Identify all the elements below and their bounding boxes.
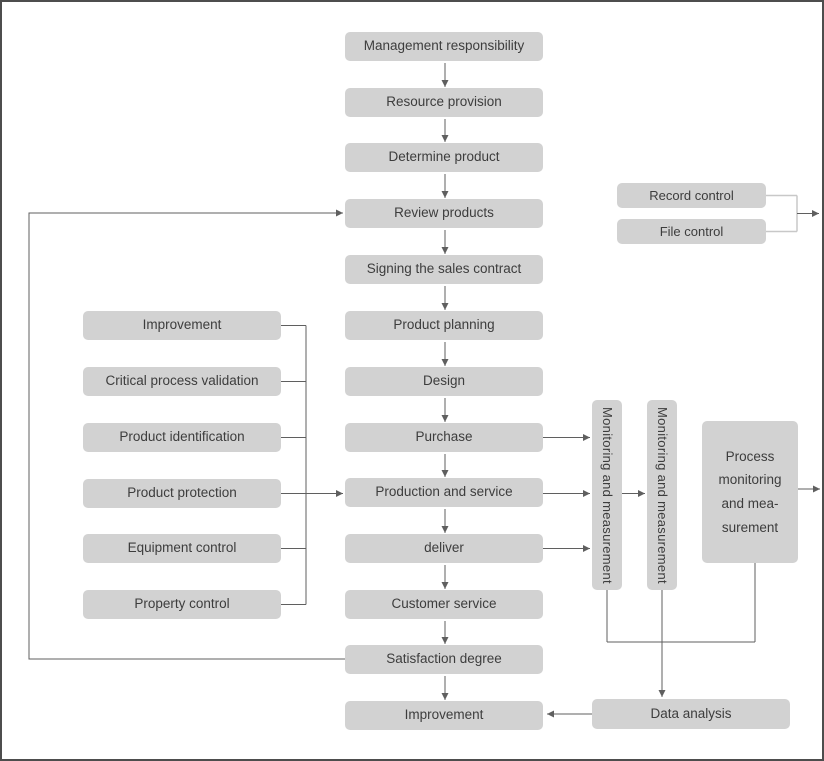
node-file-control: File control: [617, 219, 766, 244]
node-data-analysis: Data analysis: [592, 699, 790, 729]
node-product-protection: Product protection: [83, 479, 281, 508]
node-monitoring-measurement-1: Monitoring and measurement: [592, 400, 622, 590]
node-product-planning: Product planning: [345, 311, 543, 340]
node-deliver: deliver: [345, 534, 543, 563]
node-customer-service: Customer service: [345, 590, 543, 619]
node-review-products: Review products: [345, 199, 543, 228]
node-production-and-service: Production and service: [345, 478, 543, 507]
node-monitoring-measurement-2: Monitoring and measurement: [647, 400, 677, 590]
node-improvement-main: Improvement: [345, 701, 543, 730]
node-property-control: Property control: [83, 590, 281, 619]
node-equipment-control: Equipment control: [83, 534, 281, 563]
node-improvement-left: Improvement: [83, 311, 281, 340]
node-satisfaction-degree: Satisfaction degree: [345, 645, 543, 674]
node-determine-product: Determine product: [345, 143, 543, 172]
node-signing-sales-contract: Signing the sales contract: [345, 255, 543, 284]
node-design: Design: [345, 367, 543, 396]
node-purchase: Purchase: [345, 423, 543, 452]
node-process-monitoring: Process monitoring and mea- surement: [702, 421, 798, 563]
node-record-control: Record control: [617, 183, 766, 208]
node-product-identification: Product identification: [83, 423, 281, 452]
node-critical-process-validation: Critical process validation: [83, 367, 281, 396]
node-resource-provision: Resource provision: [345, 88, 543, 117]
node-management-responsibility: Management responsibility: [345, 32, 543, 61]
